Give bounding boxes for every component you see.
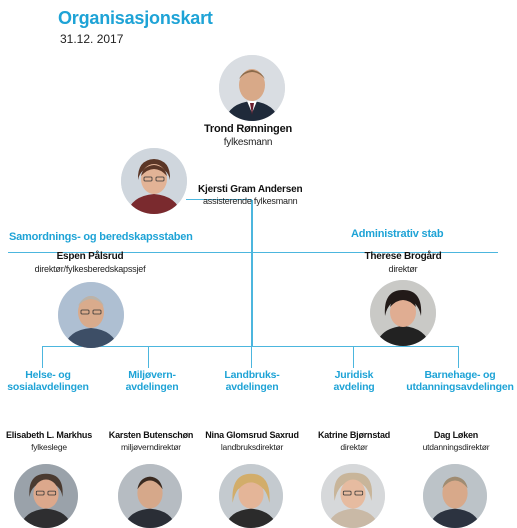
dept-unit-line1: Landbruks- <box>224 369 280 381</box>
dept-unit-line1: Helse- og <box>25 369 71 381</box>
dept-head-role: landbruksdirektør <box>220 442 284 452</box>
dept-head-role: miljøverndirektør <box>121 442 181 452</box>
dept-unit-line1: Juridisk <box>334 369 374 381</box>
portrait-kjersti-gram-andersen <box>121 148 187 214</box>
connector-main-vertical <box>251 200 253 346</box>
dept-unit-helse: Helse- og sosialavdelingen <box>7 369 89 393</box>
assistant-role: assisterende fylkesmann <box>203 196 298 206</box>
leader-name: Trond Rønningen <box>203 123 293 135</box>
dept-unit-line2: avdelingen <box>125 381 179 393</box>
connector-dept-4 <box>353 346 354 368</box>
dept-unit-miljovern: Miljøvern- avdelingen <box>126 369 179 393</box>
connector-assistant <box>186 199 252 200</box>
connector-staff-horizontal <box>8 252 498 253</box>
connector-dept-3 <box>251 346 252 368</box>
staff-name: Therese Brogård <box>364 251 442 262</box>
dept-unit-line1: Barnehage- og <box>424 369 496 381</box>
dept-head-role: fylkeslege <box>31 442 67 452</box>
dept-head-name: Katrine Bjørnstad <box>317 430 391 440</box>
dept-unit-line2: utdanningsavdelingen <box>406 381 514 393</box>
dept-head-name: Karsten Butenschøn <box>108 430 194 440</box>
staff-role: direktør/fylkesberedskapssjef <box>34 264 146 274</box>
dept-head-role: utdanningsdirektør <box>422 442 490 452</box>
dept-head-role: direktør <box>340 442 368 452</box>
connector-dept-5 <box>458 346 459 368</box>
assistant-name: Kjersti Gram Andersen <box>198 184 303 195</box>
dept-unit-juridisk: Juridisk avdeling <box>334 369 375 393</box>
chart-date: 31.12. 2017 <box>60 32 124 46</box>
dept-unit-line1: Miljøvern- <box>128 369 176 381</box>
portrait-dag-loken <box>423 464 487 528</box>
dept-head-name: Elisabeth L. Markhus <box>5 430 93 440</box>
staff-unit-administrativ: Administrativ stab <box>351 228 444 240</box>
portrait-therese-brogard <box>370 280 436 346</box>
staff-name: Espen Pålsrud <box>56 251 124 262</box>
leader-role: fylkesmann <box>223 137 273 148</box>
connector-departments-horizontal <box>42 346 459 347</box>
portrait-elisabeth-markhus <box>14 464 78 528</box>
connector-dept-2 <box>148 346 149 368</box>
dept-unit-barnehage-utdanning: Barnehage- og utdanningsavdelingen <box>406 369 514 393</box>
staff-unit-samordning: Samordnings- og beredskapsstaben <box>9 231 193 243</box>
dept-unit-landbruk: Landbruks- avdelingen <box>224 369 279 393</box>
dept-head-name: Nina Glomsrud Saxrud <box>205 430 299 440</box>
portrait-nina-glomsrud-saxrud <box>219 464 283 528</box>
dept-unit-line2: avdeling <box>333 381 375 393</box>
staff-role: direktør <box>388 264 418 274</box>
portrait-trond-ronningen <box>219 55 285 121</box>
dept-head-name: Dag Løken <box>433 430 479 440</box>
portrait-karsten-butenschon <box>118 464 182 528</box>
dept-unit-line2: sosialavdelingen <box>7 381 89 393</box>
dept-unit-line2: avdelingen <box>225 381 279 393</box>
page-title: Organisasjonskart <box>58 8 213 28</box>
portrait-katrine-bjornstad <box>321 464 385 528</box>
portrait-espen-palsrud <box>58 282 124 348</box>
connector-dept-1 <box>42 346 43 368</box>
